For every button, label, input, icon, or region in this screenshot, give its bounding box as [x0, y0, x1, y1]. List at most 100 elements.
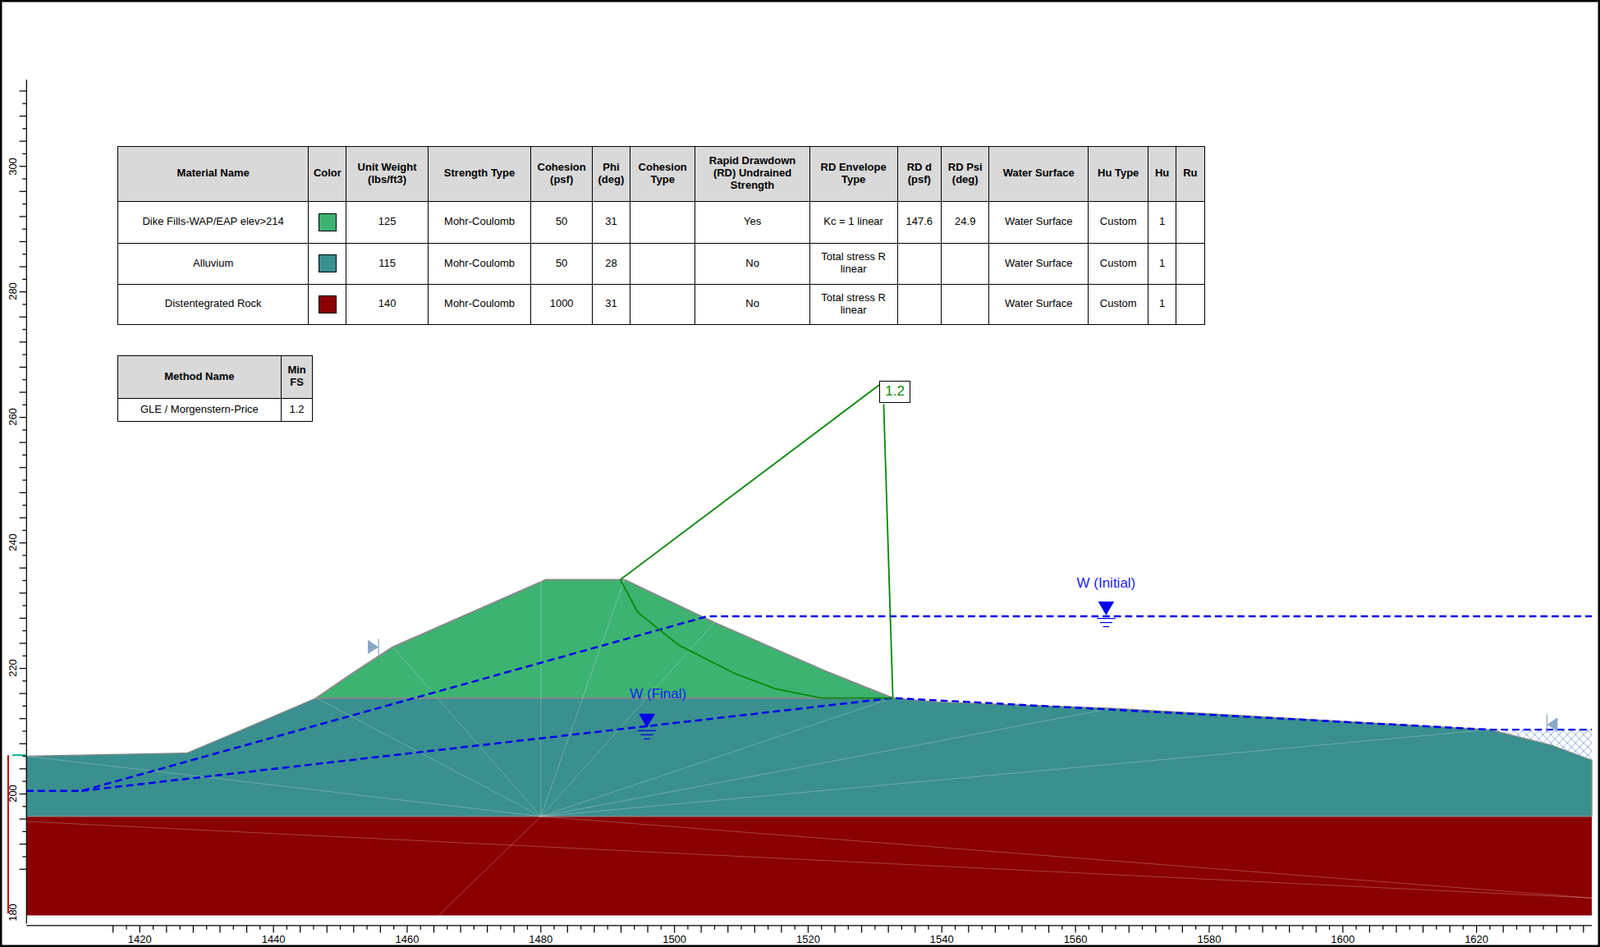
limit-marker: [368, 638, 379, 656]
alluvium-layer: [26, 698, 1592, 817]
table-cell: Water Surface: [988, 242, 1089, 285]
axis-tick: [19, 618, 28, 619]
axis-tick: [1048, 926, 1050, 934]
axis-tick: [1235, 926, 1237, 934]
fs-callout-box: 1.2: [879, 380, 910, 404]
axis-tick: [22, 605, 27, 606]
table-cell: [629, 284, 697, 326]
axis-tick: [22, 479, 27, 481]
table-text: 50: [554, 215, 569, 229]
axis-tick: [19, 165, 28, 167]
table-text: Custom: [1098, 257, 1139, 271]
table-cell: 50: [530, 201, 593, 244]
axis-label: 300: [5, 157, 19, 176]
axis-tick: [941, 926, 943, 934]
axis-tick: [22, 806, 27, 807]
axis-tick: [687, 926, 688, 931]
axis-tick: [19, 341, 28, 343]
table-cell: Distentegrated Rock: [117, 284, 309, 326]
axis-tick: [714, 926, 716, 931]
table-cell: 1: [1147, 284, 1177, 326]
axis-tick: [1556, 926, 1558, 934]
axis-tick: [874, 926, 876, 931]
table-text: 24.9: [953, 215, 977, 229]
axis-tick: [112, 926, 114, 934]
axis-tick: [1168, 926, 1170, 931]
table-cell: [940, 242, 990, 285]
axis-tick: [1569, 926, 1571, 931]
table-cell: 140: [345, 284, 428, 326]
axis-tick: [353, 926, 354, 934]
axis-tick: [22, 379, 27, 381]
table-cell: Alluvium: [117, 242, 309, 285]
axis-tick: [152, 926, 154, 931]
axis-label: 260: [5, 408, 19, 427]
axis-tick: [19, 818, 28, 820]
axis-label: 1520: [796, 932, 821, 945]
axis-tick: [19, 517, 28, 519]
axis-tick: [19, 642, 28, 644]
axis-label: 220: [5, 659, 19, 678]
legend-swatch: [318, 254, 337, 273]
table-cell: 1.2: [280, 398, 314, 423]
axis-tick: [19, 768, 28, 770]
axis-tick: [967, 926, 969, 934]
axis-tick: [339, 926, 341, 931]
axis-tick: [1315, 926, 1317, 934]
slip-surface: [620, 385, 894, 699]
axis-tick: [19, 316, 28, 318]
axis-tick: [1008, 926, 1009, 931]
table-cell: [1175, 201, 1206, 244]
axis-tick: [22, 229, 27, 230]
table-text: Phi (deg): [592, 161, 630, 187]
axis-tick: [125, 926, 127, 931]
axis-tick: [1435, 926, 1437, 931]
rock-layer: [26, 816, 1592, 917]
axis-tick: [19, 265, 28, 267]
table-cell: [897, 242, 942, 285]
table-cell: 147.6: [897, 201, 942, 244]
table-text: Mohr-Coulomb: [442, 257, 517, 271]
table-text: 125: [376, 215, 399, 229]
limit-marker: [1546, 714, 1557, 733]
axis-tick: [246, 926, 248, 934]
table-text: Cohesion Type: [630, 161, 696, 187]
axis-label: 1540: [930, 932, 954, 945]
table-cell: [629, 242, 697, 285]
axis-tick: [22, 303, 27, 305]
axis-tick: [19, 542, 28, 544]
axis-tick: [19, 241, 28, 243]
axis-tick: [22, 831, 27, 833]
axis-tick: [660, 926, 662, 931]
axis-tick: [1182, 926, 1183, 934]
table-header-cell: Ru: [1175, 146, 1206, 202]
table-cell: 50: [530, 242, 593, 285]
table-cell: 125: [345, 201, 428, 244]
axis-tick: [380, 926, 381, 934]
table-text: Total stress R linear: [810, 251, 898, 276]
axis-label: 280: [5, 283, 19, 302]
axis-tick: [22, 429, 27, 431]
axis-tick: [19, 793, 28, 795]
table-text: No: [743, 257, 762, 271]
table-text: Yes: [742, 215, 763, 229]
axis-tick: [22, 706, 27, 707]
axis-tick: [22, 279, 27, 280]
axis-tick: [1074, 926, 1076, 934]
axis-label: 1420: [128, 932, 152, 945]
table-cell: 24.9: [940, 201, 990, 244]
material-name: Alluvium: [191, 257, 235, 271]
axis-tick: [1422, 926, 1424, 934]
table-cell: [897, 284, 942, 326]
axis-tick: [1476, 926, 1477, 934]
axis-label: 1440: [261, 932, 286, 945]
axis-tick: [165, 926, 167, 934]
table-header-cell: Rapid Drawdown (RD) Undrained Strength: [694, 146, 810, 202]
axis-tick: [1061, 926, 1063, 931]
table-text: No: [743, 297, 762, 311]
table-text: 1.2: [288, 403, 307, 417]
axis-tick: [19, 442, 28, 444]
axis-tick: [19, 366, 28, 368]
axis-tick: [981, 926, 983, 931]
hatched-area: [1489, 729, 1592, 761]
